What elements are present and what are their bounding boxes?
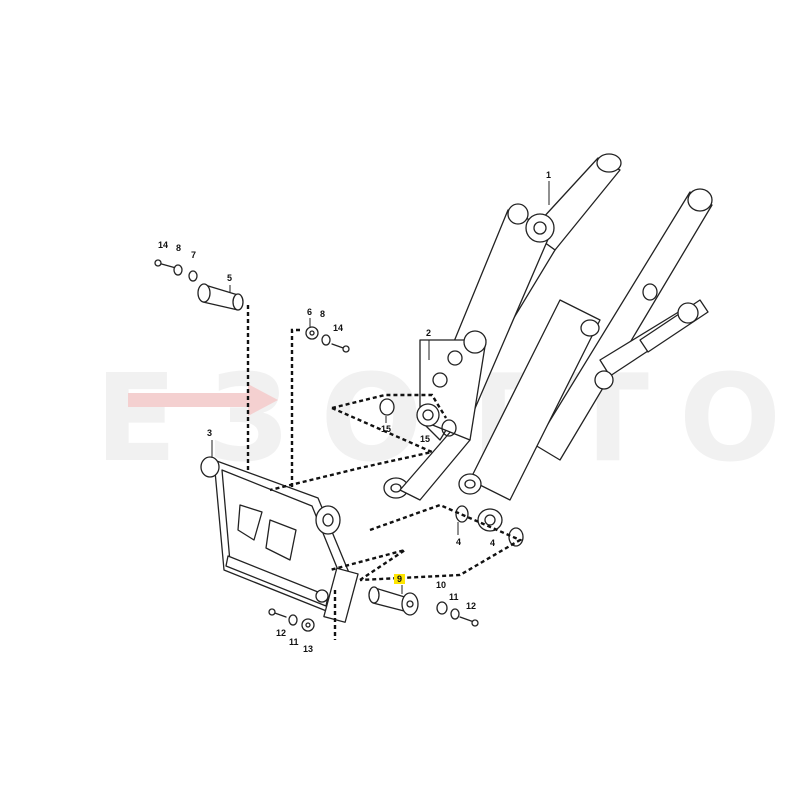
o-ring-part-15-right — [441, 419, 457, 437]
tilt-cylinder — [594, 283, 709, 390]
pin-part-9 — [368, 586, 419, 616]
callout-2: 2 — [426, 328, 432, 338]
callout-15-right: 15 — [420, 434, 431, 444]
callout-6: 6 — [307, 307, 313, 317]
bolt-part-12-right — [459, 616, 479, 627]
callout-3: 3 — [207, 428, 213, 438]
callout-8-upper: 8 — [176, 243, 182, 253]
washer-part-8-mid — [321, 334, 331, 346]
bolt-part-12-left — [268, 608, 287, 618]
pin-part-5 — [197, 283, 244, 311]
callout-leaders — [211, 181, 550, 594]
callout-4-lower: 4 — [490, 538, 496, 548]
quick-coupler-part-3 — [200, 456, 359, 623]
bolt-part-14-upper — [154, 259, 177, 269]
callout-12-right: 12 — [466, 601, 477, 611]
watermark-arrow-icon — [128, 384, 278, 416]
callout-7: 7 — [191, 250, 197, 260]
callout-14-upper: 14 — [158, 240, 169, 250]
o-ring-part-4-lower — [508, 527, 524, 547]
callout-11-right: 11 — [449, 592, 459, 602]
nut-part-11-right — [450, 608, 460, 620]
washer-part-8-upper — [173, 264, 183, 276]
callout-10: 10 — [436, 580, 447, 590]
washer-part-10 — [436, 601, 448, 615]
bolt-part-14-mid — [331, 343, 350, 353]
callout-15-left: 15 — [381, 424, 392, 434]
callout-8-mid: 8 — [320, 309, 326, 319]
callout-4-upper: 4 — [456, 537, 462, 547]
assembly-guide-lines — [246, 305, 523, 640]
o-ring-part-4-upper — [455, 505, 469, 523]
washer-part-13 — [301, 618, 315, 632]
callout-11-left: 11 — [289, 637, 299, 647]
callout-1: 1 — [546, 170, 552, 180]
washer-part-6 — [305, 326, 319, 340]
o-ring-part-15-left — [379, 398, 395, 416]
callout-12-left: 12 — [276, 628, 287, 638]
tilt-linkage-part-2 — [416, 203, 555, 441]
washer-part-7 — [188, 270, 198, 282]
callout-14-mid: 14 — [333, 323, 344, 333]
callout-5: 5 — [227, 273, 233, 283]
callout-9-highlighted: 9 — [394, 574, 406, 584]
callout-13: 13 — [303, 644, 314, 654]
nut-part-11-left — [288, 614, 298, 626]
